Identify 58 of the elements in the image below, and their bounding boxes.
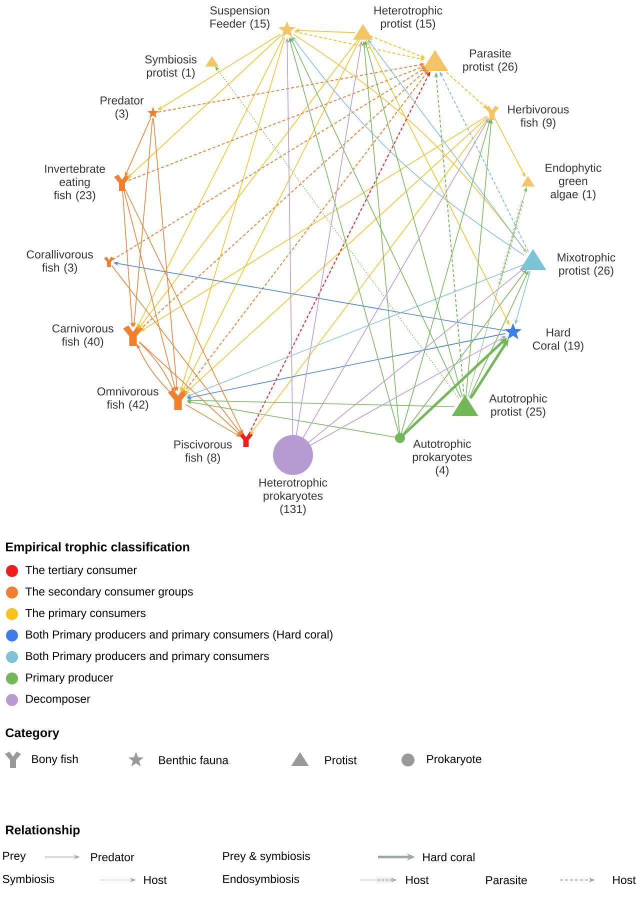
legend-label: Benthic fauna <box>159 756 229 764</box>
node-label: Omnivorous fish (42) <box>97 387 158 411</box>
target-label: Predator <box>91 852 134 862</box>
fish-marker <box>114 174 130 191</box>
legend-label: Prey & symbiosis <box>223 852 310 862</box>
circle-marker <box>395 433 405 443</box>
star-marker <box>147 107 159 118</box>
target-label: Host <box>613 876 636 884</box>
node-label: Endophytic green algae (1) <box>546 163 602 201</box>
triangle-marker <box>452 395 478 416</box>
node-label: Heterotrophic prokaryotes (131) <box>259 478 328 516</box>
target-label: Host <box>144 876 167 884</box>
node-label: Symbiosis protist (1) <box>145 55 197 79</box>
legend-heading: Category <box>6 728 60 740</box>
node-label: Corallivorous fish (3) <box>26 250 93 274</box>
legend-label: The primary consumers <box>25 608 146 620</box>
node-label: Heterotrophic protist (15) <box>374 6 442 30</box>
fish-marker <box>168 390 188 410</box>
node-label: Herbivorous fish (9) <box>508 105 569 129</box>
node-label: Hard Coral (19) <box>532 328 584 352</box>
star-marker <box>278 21 296 38</box>
arrow <box>468 188 528 398</box>
triangle-marker <box>520 249 546 270</box>
fish-marker <box>123 326 143 346</box>
node-label: Piscivorous fish (8) <box>174 440 232 464</box>
triangle-marker <box>521 176 535 186</box>
legend-label: Endosymbiosis <box>223 874 300 886</box>
legend-label: Both Primary producers and primary consumers (Hard coral) <box>26 630 332 641</box>
legend-label: The secondary consumer groups <box>25 587 193 598</box>
circle-marker <box>273 435 313 475</box>
fish-marker <box>485 106 499 120</box>
legend-label: The tertiary consumer <box>25 566 137 576</box>
target-label: Host <box>406 876 429 884</box>
legend-label: Prokaryote <box>427 754 482 766</box>
node-label: Carnivorous fish (40) <box>52 324 114 348</box>
triangle-marker <box>353 24 373 40</box>
legend-label: Protist <box>325 756 357 764</box>
node-label: Suspension Feeder (15) <box>210 6 270 30</box>
legend-label: Both Primary producers and primary consumers <box>26 652 269 662</box>
node-label: Mixotrophic protist (26) <box>558 253 616 277</box>
legend-heading: Relationship <box>6 825 80 837</box>
fish-marker <box>104 256 114 267</box>
legend-label: Prey <box>3 852 26 862</box>
node-label: Predator (3) <box>100 96 144 120</box>
star-marker <box>504 323 522 340</box>
node-label: Invertebrate eating fish (23) <box>45 164 105 202</box>
target-label: Hard coral <box>423 852 474 862</box>
node-label: Parasite protist (26) <box>463 49 518 73</box>
node-label: Autotrophic prokaryotes (4) <box>412 439 472 477</box>
legend-label: Symbiosis <box>2 874 54 886</box>
triangle-marker <box>422 50 448 71</box>
legend-label: Bony fish <box>32 754 78 766</box>
triangle-marker <box>205 56 219 66</box>
legend-label: Primary producer <box>26 673 114 684</box>
legend-label: Decomposer <box>26 694 90 706</box>
legend-label: Parasite <box>486 876 527 884</box>
legend-heading: Empirical trophic classification <box>6 542 190 554</box>
node-label: Autotrophic protist (25) <box>489 394 547 418</box>
